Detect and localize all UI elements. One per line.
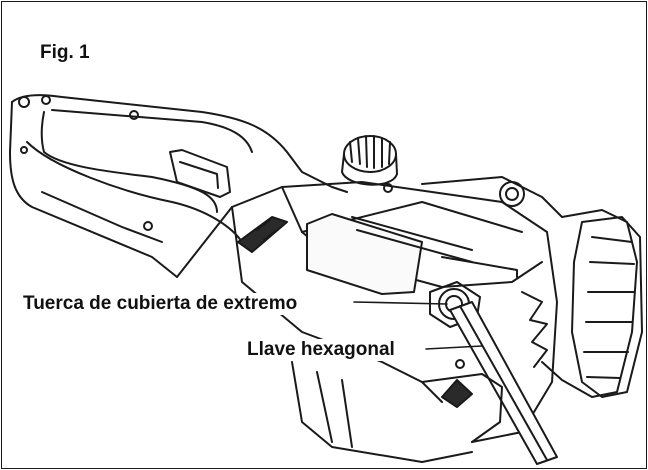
- figure-title: Fig. 1: [40, 42, 90, 63]
- callout-hex-key: Llave hexagonal: [246, 339, 396, 361]
- front-guard: [571, 216, 643, 398]
- top-panel: [306, 213, 423, 295]
- tension-knob: [341, 135, 398, 186]
- callout-end-cover-nut: Tuerca de cubierta de extremo: [22, 293, 299, 315]
- rear-handle: [11, 94, 348, 193]
- lock-button: [237, 216, 288, 253]
- leader-line-nut: [353, 301, 448, 305]
- trigger: [169, 149, 231, 198]
- leader-line-key: [425, 345, 483, 350]
